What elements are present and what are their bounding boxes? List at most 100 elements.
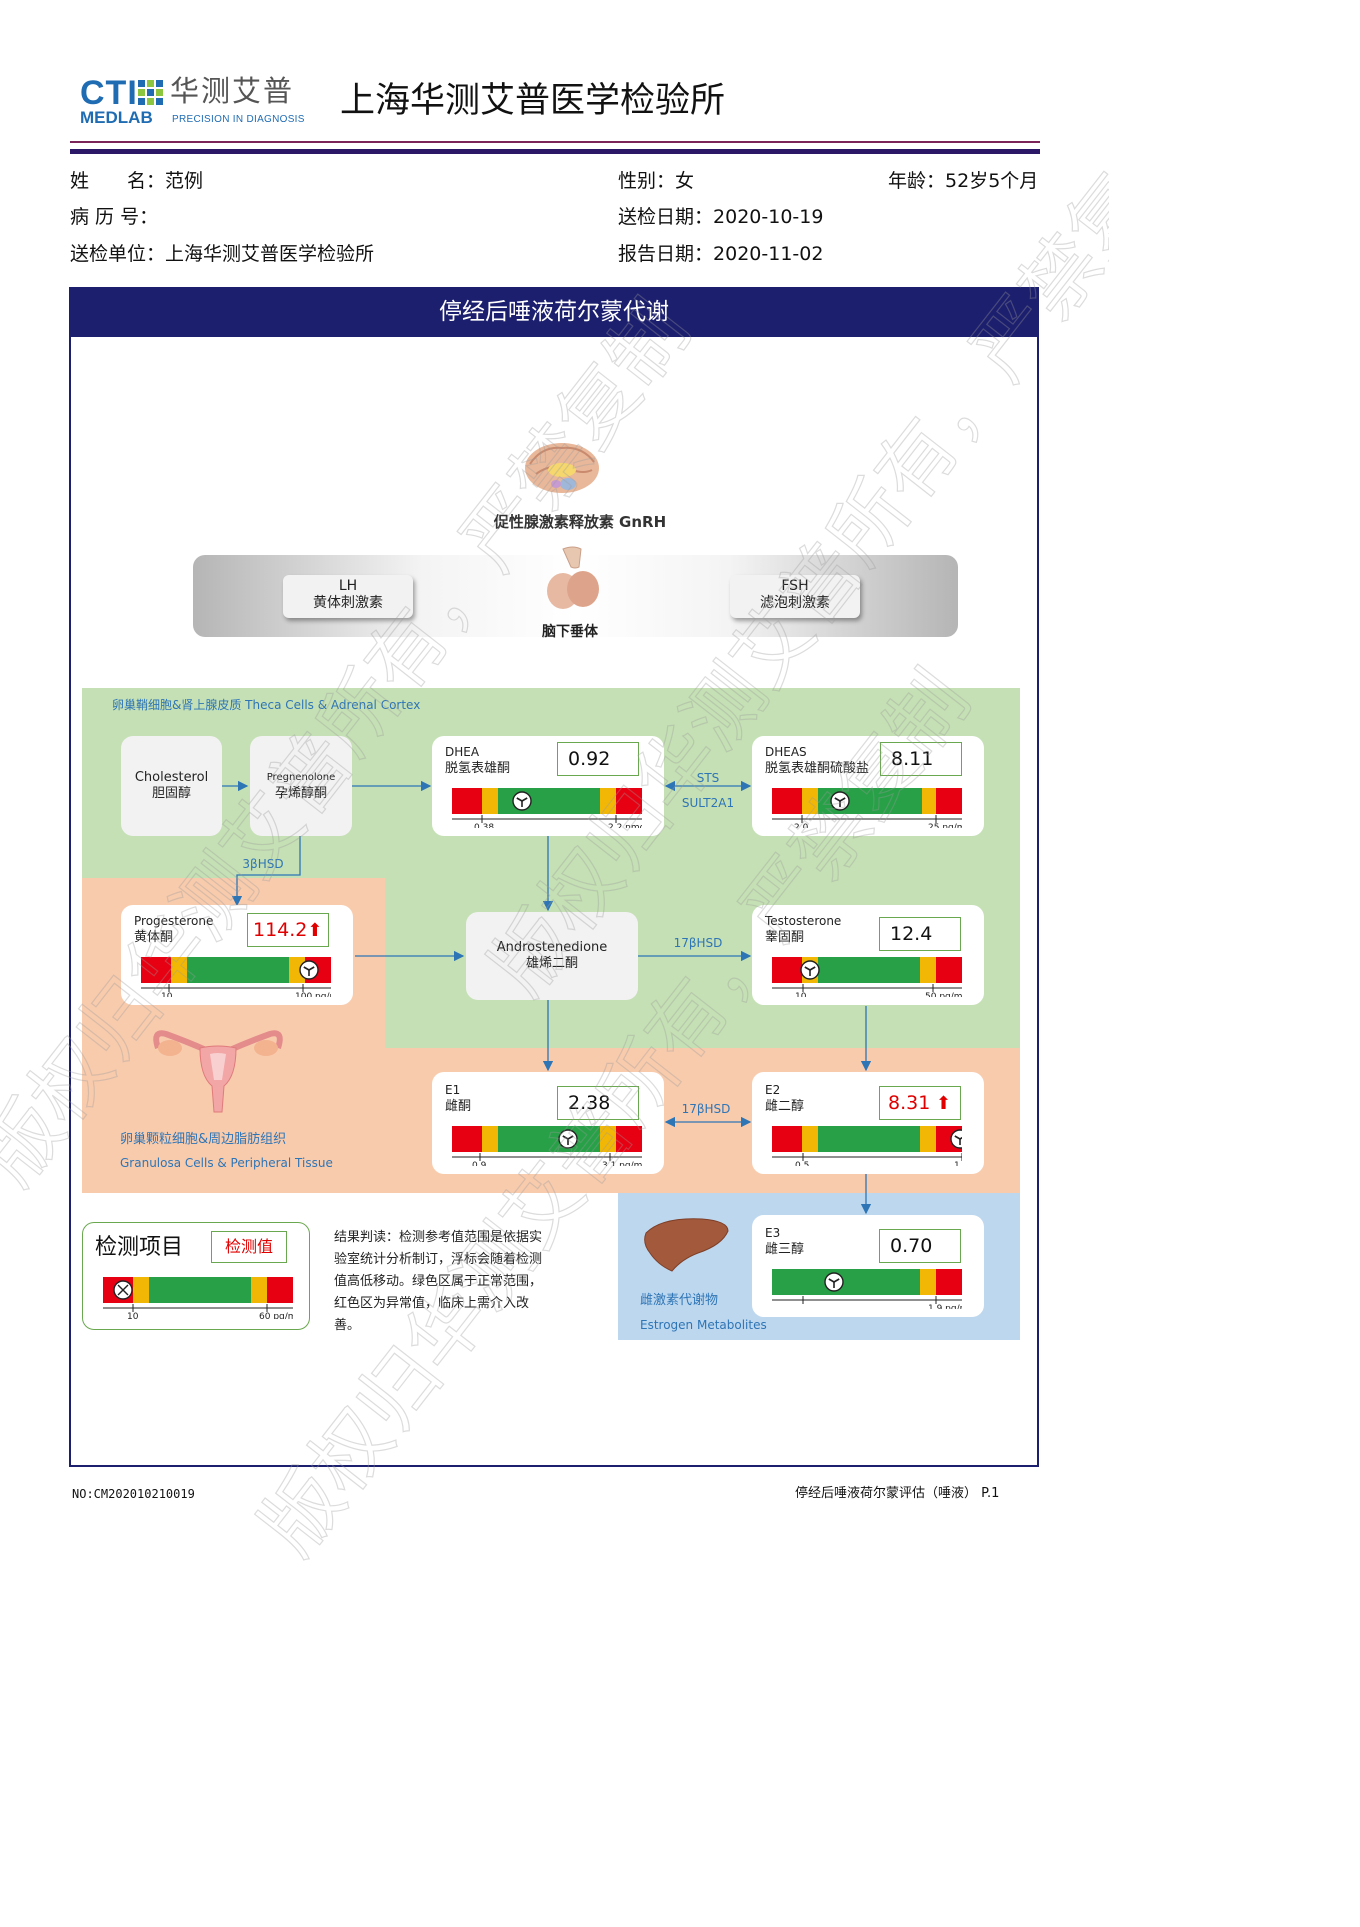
dheas-bar-segment [802, 788, 818, 814]
e2-bar-segment [818, 1126, 920, 1152]
legend-value-label: 检测值 [211, 1231, 287, 1263]
legend-item-label: 检测项目 [95, 1235, 183, 1261]
e2-bar-segment [772, 1126, 802, 1152]
testosterone-low-label: 10 [795, 992, 807, 997]
dheas-marker [831, 792, 849, 810]
e1-bar-segment [452, 1126, 482, 1152]
testosterone-value: 12.4 [879, 917, 961, 951]
pregnenolone-box: Pregnenolone孕烯醇酮 [250, 736, 352, 836]
enzyme-sult2a1: SULT2A1 [678, 796, 738, 810]
e1-bar-segment [498, 1126, 600, 1152]
progesterone-value: 114.2 [253, 919, 307, 941]
dheas-gauge: 2.0 25 ng/mL [772, 786, 962, 828]
e2-bar-segment [802, 1126, 818, 1152]
dhea-value: 0.92 [557, 742, 639, 776]
dheas-cn: 脱氢表雄酮硫酸盐 [765, 761, 869, 776]
e3-bar-segment [920, 1269, 936, 1295]
dhea-bar-segment [600, 788, 616, 814]
e2-value-box: 8.31 ⬆ [879, 1086, 961, 1120]
e2-high-label: 1.7 pg/mL [954, 1161, 962, 1166]
e1-card: E1 雌酮 2.38 0.9 3.1 pg/mL [432, 1072, 664, 1174]
e3-value: 0.70 [879, 1229, 961, 1263]
progesterone-en: Progesterone [134, 914, 213, 929]
dhea-bar-segment [452, 788, 482, 814]
dhea-bar-segment [616, 788, 642, 814]
e2-gauge: 0.5 1.7 pg/mL [772, 1124, 962, 1166]
enzyme-3bhsd: 3βHSD [238, 857, 288, 871]
progesterone-gauge: 10 100 pg/mL [141, 955, 331, 997]
e3-marker [825, 1273, 843, 1291]
e1-en: E1 [445, 1083, 460, 1098]
testosterone-bar-segment [936, 957, 962, 983]
androstenedione-en: Androstenedione [466, 940, 638, 956]
e2-en: E2 [765, 1083, 780, 1098]
e3-bar-segment [936, 1269, 962, 1295]
progesterone-cn: 黄体酮 [134, 930, 173, 945]
dhea-en: DHEA [445, 745, 479, 760]
pregnenolone-cn: 孕烯醇酮 [250, 786, 352, 802]
high-arrow-icon: ⬆ [930, 1093, 951, 1114]
legend-low-label: 10 [127, 1312, 139, 1319]
legend-bar-segment [133, 1277, 149, 1303]
page-footer: 停经后唾液荷尔蒙评估（唾液） P.1 [795, 1486, 999, 1501]
progesterone-card: Progesterone 黄体酮 114.2⬆ 10 100 pg/mL [121, 905, 353, 1005]
e2-bar-segment [920, 1126, 936, 1152]
dheas-bar-segment [922, 788, 936, 814]
dhea-bar-segment [482, 788, 498, 814]
dhea-card: DHEA 脱氢表雄酮 0.92 0.382.2 nmol/L [432, 736, 664, 836]
testosterone-gauge: 10 50 pg/mL [772, 955, 962, 997]
testosterone-en: Testosterone [765, 914, 841, 929]
dheas-value: 8.11 [880, 742, 962, 776]
legend-bar-segment [267, 1277, 293, 1303]
interpretation-note: 结果判读：检测参考值范围是依据实验室统计分析制订，浮标会随着检测值高低移动。绿色… [334, 1227, 552, 1337]
testosterone-card: Testosterone 睾固酮 12.4 10 50 pg/mL [752, 905, 984, 1005]
e3-cn: 雌三醇 [765, 1242, 804, 1257]
dhea-low-label: 0.38 [474, 823, 494, 828]
androstenedione-cn: 雄烯二酮 [466, 956, 638, 972]
e2-low-label: 0.5 [795, 1161, 809, 1166]
e1-cn: 雌酮 [445, 1099, 471, 1114]
e2-card: E2 雌二醇 8.31 ⬆ 0.5 1.7 pg/mL [752, 1072, 984, 1174]
e3-card: E3 雌三醇 0.70 1.9 pg/mL [752, 1215, 984, 1317]
report-number: NO:CM202010210019 [72, 1487, 195, 1501]
e1-value: 2.38 [557, 1086, 639, 1120]
e1-high-label: 3.1 pg/mL [602, 1161, 642, 1166]
progesterone-high-label: 100 pg/mL [295, 992, 331, 997]
legend-bar-segment [149, 1277, 251, 1303]
dheas-bar-segment [772, 788, 802, 814]
e1-low-label: 0.9 [472, 1161, 487, 1166]
e3-gauge: 1.9 pg/mL [772, 1267, 962, 1309]
legend-gauge: 10 60 pg/mL [103, 1275, 293, 1319]
testosterone-high-label: 50 pg/mL [925, 992, 962, 997]
progesterone-low-label: 10 [161, 992, 173, 997]
enzyme-17bhsd-top: 17βHSD [668, 936, 728, 950]
e1-gauge: 0.9 3.1 pg/mL [452, 1124, 642, 1166]
testosterone-marker [801, 961, 819, 979]
dhea-gauge: 0.38 2.2 nmol/L [452, 786, 642, 828]
dheas-en: DHEAS [765, 745, 807, 760]
pregnenolone-en: Pregnenolone [250, 770, 352, 786]
cholesterol-box: Cholesterol胆固醇 [121, 736, 222, 836]
e3-en: E3 [765, 1226, 780, 1241]
legend-high-label: 60 pg/mL [259, 1312, 293, 1319]
dhea-high-label: 2.2 nmol/L [608, 823, 642, 828]
e1-marker [559, 1130, 577, 1148]
legend-marker [114, 1281, 132, 1299]
progesterone-bar-segment [171, 957, 187, 983]
testosterone-bar-segment [818, 957, 920, 983]
enzyme-17bhsd-bottom: 17βHSD [676, 1102, 736, 1116]
enzyme-sts: STS [688, 771, 728, 785]
testosterone-bar-segment [920, 957, 936, 983]
testosterone-bar-segment [772, 957, 802, 983]
testosterone-cn: 睾固酮 [765, 930, 804, 945]
dheas-high-label: 25 ng/mL [928, 823, 962, 828]
dheas-low-label: 2.0 [794, 823, 809, 828]
e3-bar-segment [772, 1269, 920, 1295]
progesterone-bar-segment [187, 957, 289, 983]
progesterone-bar-segment [141, 957, 171, 983]
e2-cn: 雌二醇 [765, 1099, 804, 1114]
dheas-card: DHEAS 脱氢表雄酮硫酸盐 8.11 2.0 25 ng/mL [752, 736, 984, 836]
progesterone-value-box: 114.2⬆ [247, 913, 329, 947]
e3-high-label: 1.9 pg/mL [928, 1304, 962, 1309]
